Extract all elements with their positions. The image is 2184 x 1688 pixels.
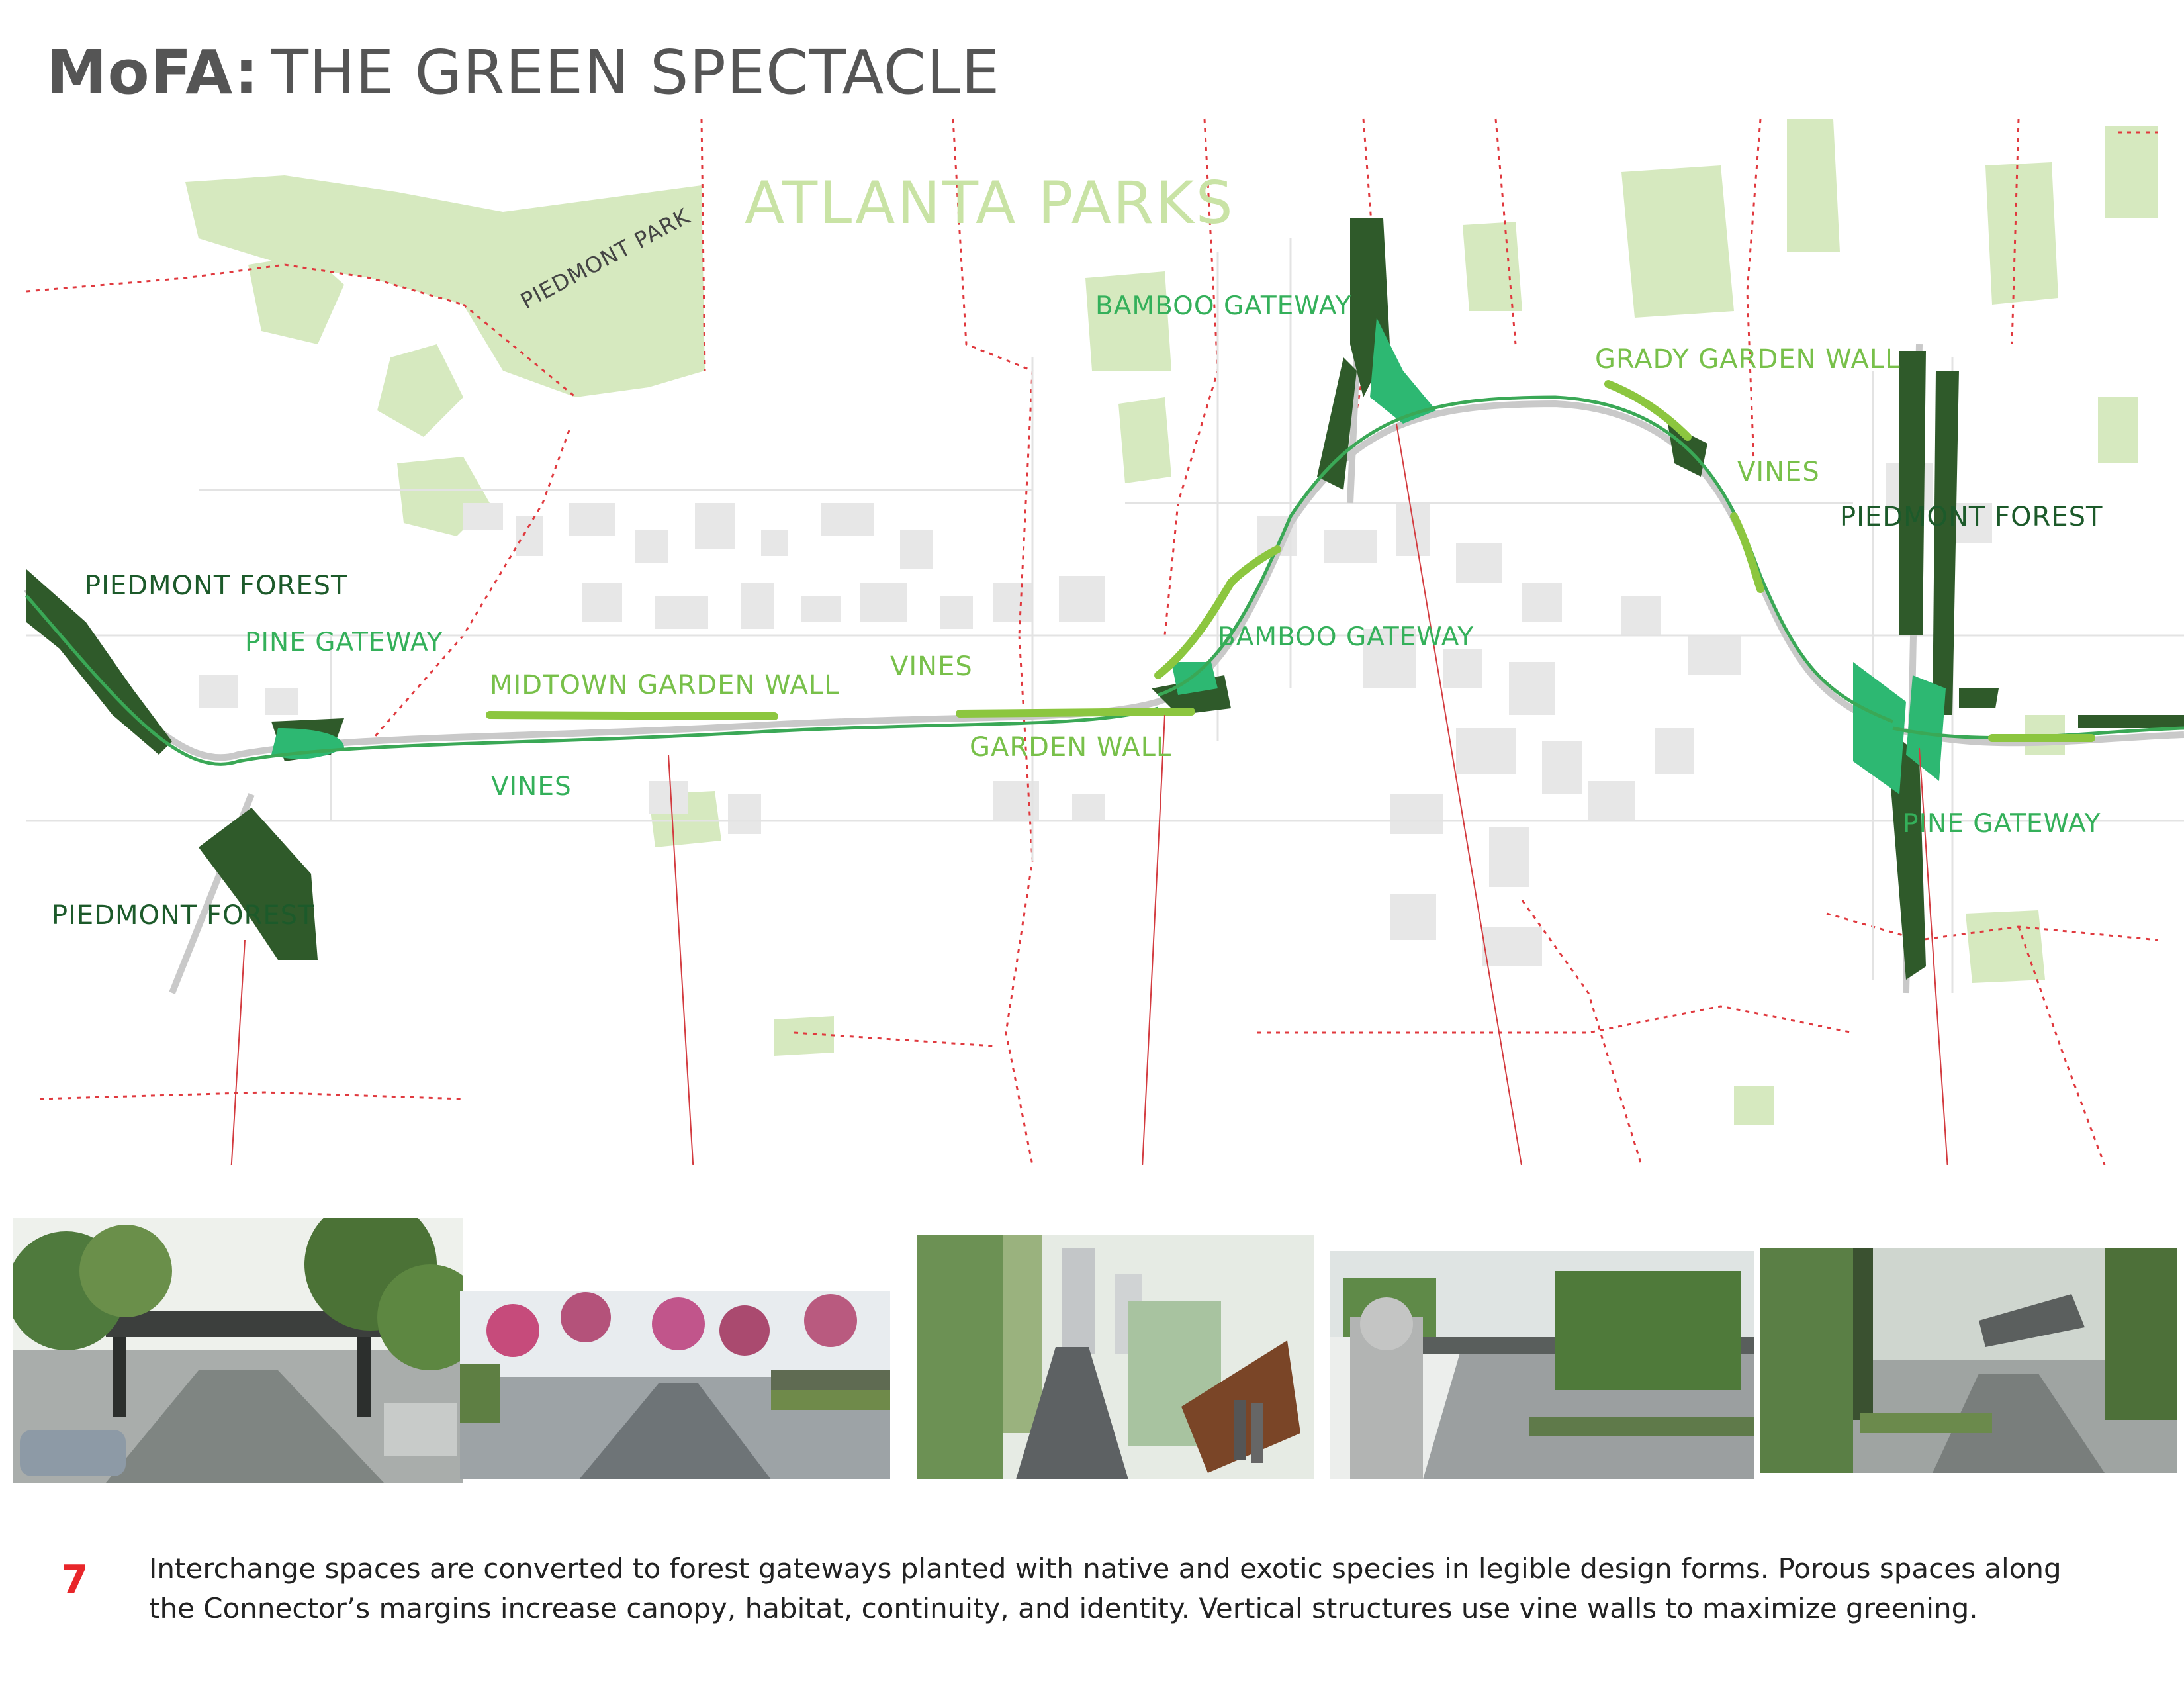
map-graphic	[24, 118, 2184, 1165]
photo-grady-garden-wall	[1330, 1251, 1754, 1479]
label-vines-left: VINES	[491, 772, 572, 802]
label-pine-gateway-left: PINE GATEWAY	[245, 628, 443, 657]
photo-vines	[460, 1291, 890, 1479]
page-number: 7	[61, 1557, 89, 1603]
street-grid	[26, 238, 2184, 993]
title-rest: THE GREEN SPECTACLE	[271, 37, 1001, 108]
label-vines-center: VINES	[890, 651, 973, 682]
leader-lines	[230, 423, 1948, 1165]
gateway-plantings	[271, 318, 1946, 794]
page-title: MoFA:THE GREEN SPECTACLE	[46, 37, 1000, 108]
label-piedmont-forest-right: PIEDMONT FOREST	[1840, 502, 2103, 532]
label-piedmont-forest-left-bottom: PIEDMONT FOREST	[52, 900, 315, 931]
garden-walls	[486, 380, 2095, 742]
photo-pine-gateway	[1760, 1248, 2177, 1473]
caption-text: Interchange spaces are converted to fore…	[149, 1552, 2062, 1624]
district-boundaries	[26, 118, 2158, 1165]
label-grady-garden-wall: GRADY GARDEN WALL	[1595, 344, 1901, 375]
piedmont-forest-areas	[26, 218, 2184, 980]
atlanta-parks-label: ATLANTA PARKS	[745, 169, 1235, 237]
title-brand: MoFA:	[46, 37, 259, 108]
label-bamboo-gateway-top: BAMBOO GATEWAY	[1095, 291, 1352, 321]
label-garden-wall: GARDEN WALL	[970, 732, 1172, 763]
label-piedmont-forest-left-top: PIEDMONT FOREST	[85, 571, 348, 601]
label-midtown-garden-wall: MIDTOWN GARDEN WALL	[490, 670, 840, 700]
label-bamboo-gateway-mid: BAMBOO GATEWAY	[1218, 622, 1475, 652]
building-footprints	[199, 463, 1992, 966]
label-vines-right: VINES	[1737, 457, 1820, 487]
label-pine-gateway-right: PINE GATEWAY	[1903, 809, 2101, 839]
photo-piedmont-forest	[13, 1218, 463, 1483]
park-areas	[185, 119, 2158, 1125]
photo-bamboo-gateway	[917, 1235, 1314, 1479]
